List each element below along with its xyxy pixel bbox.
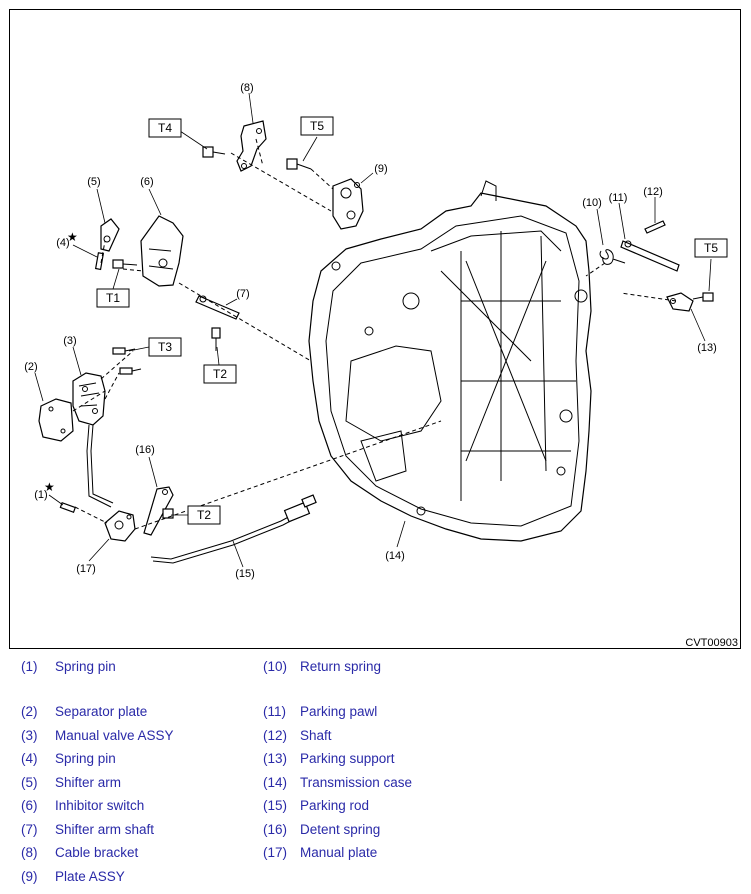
inhibitor-switch — [140, 215, 184, 287]
return-spring — [599, 249, 626, 265]
callout-10: (10) — [582, 197, 602, 209]
torque-label-t5-upper: T5 — [300, 116, 334, 136]
svg-text:T4: T4 — [158, 121, 172, 135]
bolt-t4 — [202, 146, 226, 158]
callout-17: (17) — [76, 563, 96, 575]
legend-item: (4)Spring pin — [21, 751, 116, 766]
callout-14: (14) — [385, 550, 405, 562]
spring-pin-4 — [94, 252, 105, 271]
torque-label-t3: T3 — [148, 337, 182, 357]
exploded-diagram: T1 T2 T2 T3 T4 T5 T5 ★ ★ (1) (2) (3) (4)… — [9, 9, 741, 649]
legend-item: (13)Parking support — [263, 751, 395, 766]
parking-rod — [150, 494, 317, 564]
svg-text:T5: T5 — [310, 119, 324, 133]
legend-item: (16)Detent spring — [263, 822, 381, 837]
legend-item: (3)Manual valve ASSY — [21, 728, 174, 743]
manual-plate — [104, 510, 136, 542]
legend-item: (7)Shifter arm shaft — [21, 822, 155, 837]
callout-8: (8) — [240, 82, 253, 94]
svg-text:T1: T1 — [106, 291, 120, 305]
legend-item: (2)Separator plate — [21, 704, 148, 719]
spring-pin-1 — [59, 501, 77, 513]
plate-assy — [332, 178, 364, 230]
torque-label-t2-upper: T2 — [203, 364, 237, 384]
callout-6: (6) — [140, 176, 153, 188]
callout-13: (13) — [697, 342, 717, 354]
leader-lines — [34, 92, 712, 568]
callout-12: (12) — [643, 186, 663, 198]
legend-item: (14)Transmission case — [263, 775, 413, 790]
legend-item: (11)Parking pawl — [263, 704, 378, 719]
torque-label-t5-right: T5 — [694, 238, 728, 258]
bolt-t1 — [112, 259, 138, 269]
star-symbol-1: ★ — [44, 480, 55, 494]
callout-16: (16) — [135, 444, 155, 456]
shifter-arm — [100, 218, 120, 252]
callout-15: (15) — [235, 568, 255, 580]
legend-item: (10)Return spring — [263, 659, 382, 674]
legend-item: (8)Cable bracket — [21, 845, 139, 860]
parking-support — [666, 292, 714, 312]
shaft — [644, 220, 666, 234]
legend-item: (6)Inhibitor switch — [21, 798, 145, 813]
separator-plate — [38, 398, 74, 442]
legend-item: (17)Manual plate — [263, 845, 378, 860]
callout-3: (3) — [63, 335, 76, 347]
callout-7: (7) — [236, 288, 249, 300]
bolt-t3 — [112, 347, 142, 375]
torque-label-t4: T4 — [148, 118, 182, 138]
legend-item: (1)Spring pin — [21, 659, 116, 674]
star-symbol-4: ★ — [67, 230, 78, 244]
callout-9: (9) — [374, 163, 387, 175]
legend-item: (5)Shifter arm — [21, 775, 122, 790]
callout-4: (4) — [56, 237, 69, 249]
bolt-t5-upper — [286, 158, 312, 170]
svg-text:T2: T2 — [213, 367, 227, 381]
callout-11: (11) — [609, 192, 628, 204]
bolt-t2-upper — [211, 327, 221, 347]
figure-code: CVT00903 — [685, 637, 738, 648]
diagram-drawing: T1 T2 T2 T3 T4 T5 T5 ★ ★ (1) (2) (3) (4)… — [24, 82, 738, 648]
svg-text:T5: T5 — [704, 241, 718, 255]
parking-pawl — [620, 240, 680, 272]
parts-legend: (1)Spring pin (2)Separator plate (3)Manu… — [0, 655, 751, 894]
legend-item: (15)Parking rod — [263, 798, 370, 813]
transmission-case — [308, 180, 592, 542]
cable-bracket — [236, 120, 267, 172]
legend-item: (12)Shaft — [263, 728, 332, 743]
shifter-arm-shaft — [195, 295, 240, 320]
alignment-lines — [72, 138, 677, 530]
torque-label-t2-lower: T2 — [187, 505, 221, 525]
callout-5: (5) — [87, 176, 100, 188]
callout-1: (1) — [34, 489, 47, 501]
legend-item: (9)Plate ASSY — [21, 869, 125, 884]
callout-2: (2) — [24, 361, 37, 373]
svg-text:T2: T2 — [197, 508, 211, 522]
torque-label-t1: T1 — [96, 288, 130, 308]
svg-text:T3: T3 — [158, 340, 172, 354]
manual-valve-assy — [72, 372, 114, 508]
detent-spring — [143, 486, 174, 536]
